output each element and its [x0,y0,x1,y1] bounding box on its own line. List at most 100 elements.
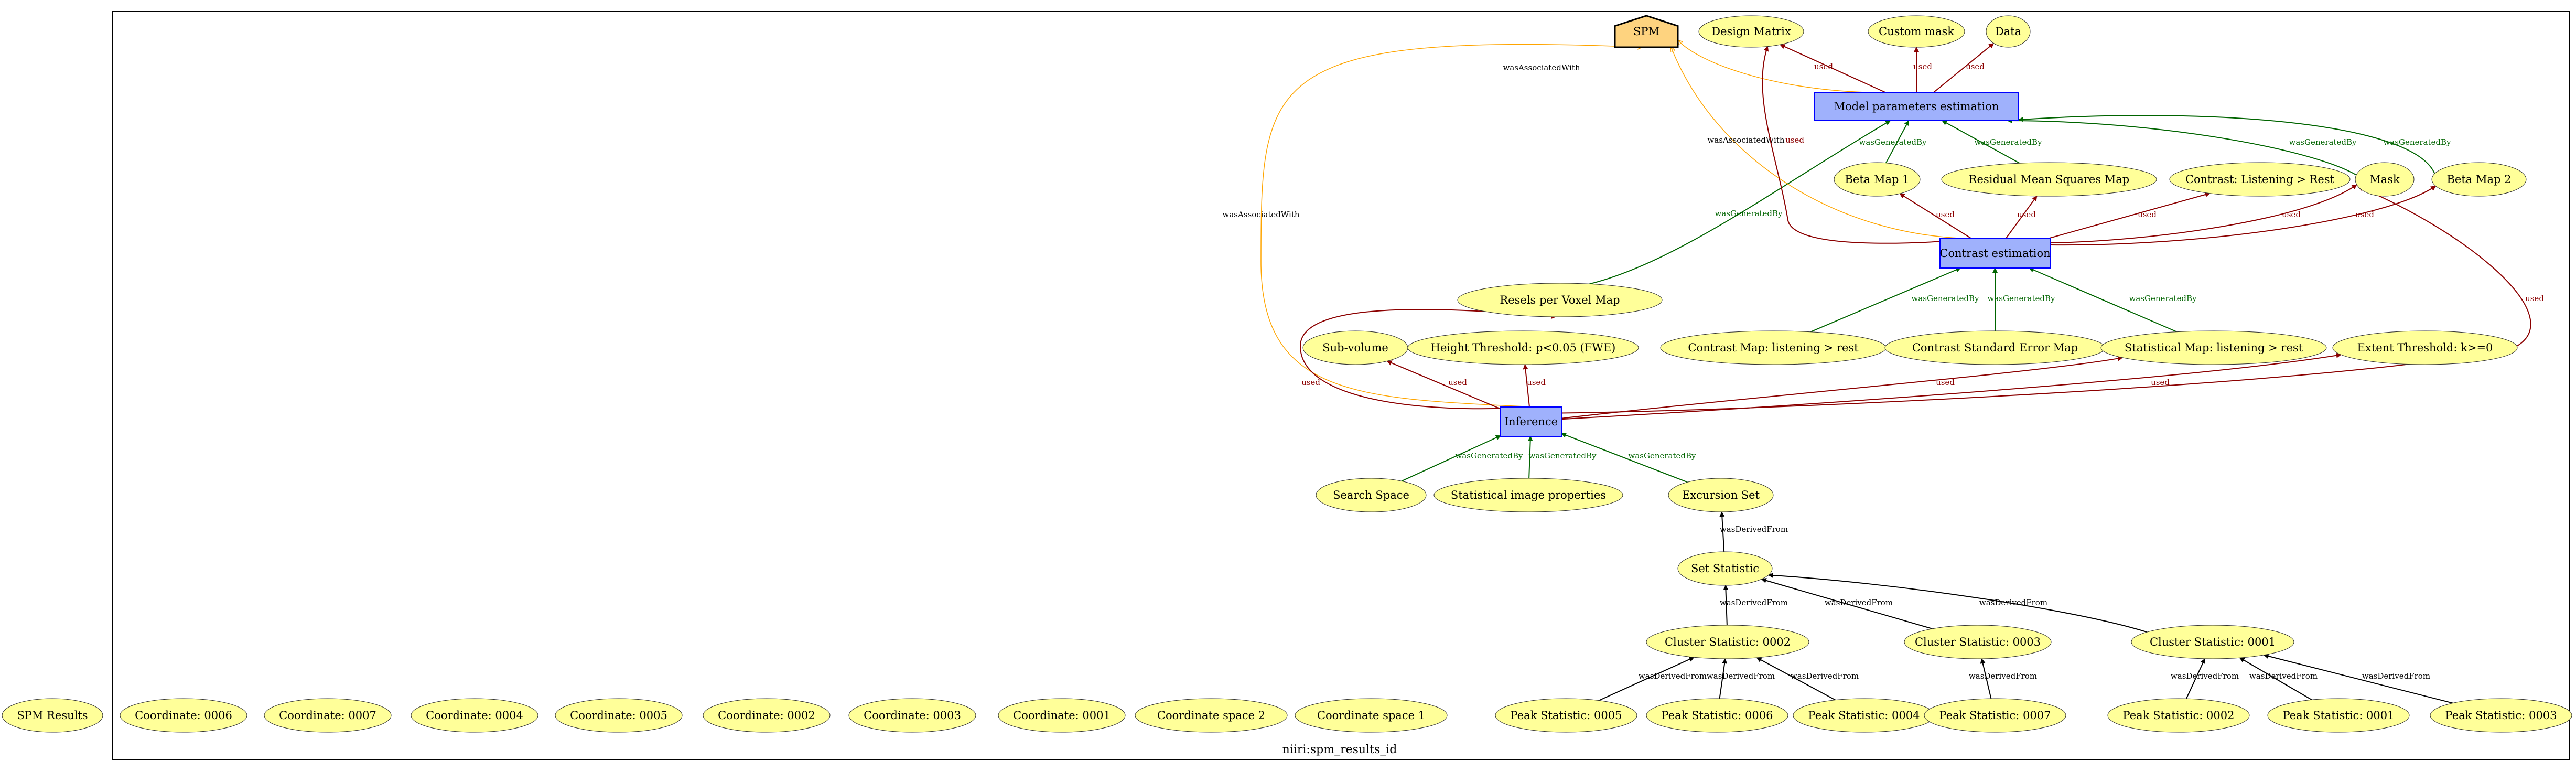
node-stat-map[interactable]: Statistical Map: listening > rest [2100,330,2327,365]
node-peak-0001[interactable]: Peak Statistic: 0001 [2267,698,2410,733]
node-stat-image-props[interactable]: Statistical image properties [1433,478,1623,512]
node-contrast-se[interactable]: Contrast Standard Error Map [1884,330,2106,365]
node-spm-results[interactable]: SPM Results [2,698,103,733]
node-peak-0004[interactable]: Peak Statistic: 0004 [1793,698,1935,733]
entity-ellipse [848,698,976,733]
node-data[interactable]: Data [1986,15,2031,48]
entity-ellipse [2131,625,2294,659]
node-coord-0003[interactable]: Coordinate: 0003 [848,698,976,733]
node-label-stat-image-props: Statistical image properties [1451,489,1606,501]
edge-contrast-estimation-used-mask [2050,184,2357,244]
node-label-cluster-0002: Cluster Statistic: 0002 [1665,636,1791,648]
edge-label-contrast-se-contrast-estimation: wasGeneratedBy [1988,294,2056,303]
entity-ellipse [2332,330,2518,365]
edge-label-inference-extent-threshold: used [2151,378,2170,387]
node-contrast-estimation[interactable]: Contrast estimation [1939,238,2051,269]
node-peak-0003[interactable]: Peak Statistic: 0003 [2430,698,2572,733]
node-peak-0007[interactable]: Peak Statistic: 0007 [1924,698,2066,733]
node-label-design-matrix: Design Matrix [1711,25,1791,38]
edge-label-model-estimation-custom-mask: used [1913,62,1932,71]
edge-peak-0001-derived-cluster-0001 [2239,657,2312,701]
node-label-beta-map-2: Beta Map 2 [2447,173,2512,186]
entity-ellipse [1986,15,2031,48]
node-model-estimation[interactable]: Model parameters estimation [1814,92,2019,121]
node-label-peak-0006: Peak Statistic: 0006 [1662,709,1773,722]
activity-box [1500,406,1562,437]
node-label-coord-0003: Coordinate: 0003 [864,709,961,722]
node-beta-map-2[interactable]: Beta Map 2 [2431,162,2527,197]
edge-search-space-generated-inference [1401,435,1501,482]
node-cluster-0001[interactable]: Cluster Statistic: 0001 [2131,625,2294,659]
node-label-contrast-se: Contrast Standard Error Map [1912,341,2078,354]
node-search-space[interactable]: Search Space [1316,478,1427,512]
node-resms[interactable]: Residual Mean Squares Map [1941,162,2157,197]
edge-label-contrast-estimation-resms: used [2017,210,2036,219]
node-contrast-map[interactable]: Contrast Map: listening > rest [1660,330,1887,365]
edge-label-inference-height-threshold: used [1527,378,1546,387]
node-coord-0006[interactable]: Coordinate: 0006 [120,698,247,733]
edge-label-contrast-estimation-spm: wasAssociatedWith [1707,135,1784,145]
node-coord-space-2[interactable]: Coordinate space 2 [1135,698,1288,733]
edge-label-peak-0006-cluster-0002: wasDerivedFrom [1707,671,1775,681]
node-coord-0007[interactable]: Coordinate: 0007 [264,698,392,733]
edge-label-contrast-estimation-beta-map-1: used [1936,210,1955,219]
node-contrast-listening[interactable]: Contrast: Listening > Rest [2169,162,2351,197]
edge-inference-associated-spm [1260,44,1642,408]
entity-ellipse [1668,478,1774,512]
entity-ellipse [998,698,1126,733]
node-height-threshold[interactable]: Height Threshold: p<0.05 (FWE) [1407,330,1639,365]
node-cluster-0002[interactable]: Cluster Statistic: 0002 [1646,625,1809,659]
entity-ellipse [2169,162,2351,197]
edge-peak-0006-derived-cluster-0002 [1719,658,1728,699]
edge-label-peak-0004-cluster-0002: wasDerivedFrom [1791,671,1859,681]
node-custom-mask[interactable]: Custom mask [1868,15,1965,48]
entity-ellipse [120,698,247,733]
node-coord-0001[interactable]: Coordinate: 0001 [998,698,1126,733]
node-label-data: Data [1995,25,2021,38]
entity-ellipse [2430,698,2572,733]
node-label-beta-map-1: Beta Map 1 [1845,173,1910,186]
edge-model-estimation-associated-spm [1678,40,1866,93]
edge-contrast-map-generated-contrast-estimation [1810,267,1961,333]
node-resels[interactable]: Resels per Voxel Map [1457,283,1663,317]
edge-cluster-0002-derived-set-statistic [1723,585,1729,626]
edge-label-excursion-set-inference: wasGeneratedBy [1629,451,1697,461]
node-mask[interactable]: Mask [2355,162,2415,197]
node-label-resels: Resels per Voxel Map [1500,294,1620,306]
node-design-matrix[interactable]: Design Matrix [1698,15,1804,48]
node-peak-0006[interactable]: Peak Statistic: 0006 [1646,698,1788,733]
edge-peak-0005-derived-cluster-0002 [1599,657,1695,701]
edge-label-inference-resels: used [1301,378,1320,387]
node-peak-0002[interactable]: Peak Statistic: 0002 [2107,698,2250,733]
node-label-mask: Mask [2369,173,2400,186]
entity-ellipse [1941,162,2157,197]
edge-label-peak-0002-cluster-0001: wasDerivedFrom [2171,671,2239,681]
edge-label-inference-subvolume: used [1448,378,1467,387]
results-caption: niiri:spm_results_id [1282,743,1397,756]
entity-ellipse [1868,15,1965,48]
node-coord-0004[interactable]: Coordinate: 0004 [411,698,538,733]
node-coord-0005[interactable]: Coordinate: 0005 [555,698,683,733]
node-beta-map-1[interactable]: Beta Map 1 [1834,162,1921,197]
node-subvolume[interactable]: Sub-volume [1302,330,1408,365]
node-label-contrast-estimation: Contrast estimation [1939,247,2050,260]
edge-label-set-statistic-excursion-set: wasDerivedFrom [1720,524,1788,534]
node-label-peak-0004: Peak Statistic: 0004 [1808,709,1920,722]
node-spm[interactable]: SPM [1614,15,1679,48]
edge-label-stat-map-contrast-estimation: wasGeneratedBy [2129,294,2197,303]
node-excursion-set[interactable]: Excursion Set [1668,478,1774,512]
edge-label-cluster-0003-set-statistic: wasDerivedFrom [1825,598,1893,607]
node-coord-space-1[interactable]: Coordinate space 1 [1295,698,1448,733]
node-extent-threshold[interactable]: Extent Threshold: k>=0 [2332,330,2518,365]
node-peak-0005[interactable]: Peak Statistic: 0005 [1495,698,1637,733]
node-set-statistic[interactable]: Set Statistic [1677,551,1773,586]
node-cluster-0003[interactable]: Cluster Statistic: 0003 [1904,625,2052,659]
entity-ellipse [264,698,392,733]
edge-label-cluster-0002-set-statistic: wasDerivedFrom [1720,598,1788,607]
node-label-coord-space-2: Coordinate space 2 [1157,709,1265,722]
node-label-contrast-map: Contrast Map: listening > rest [1688,341,1859,354]
edge-label-contrast-map-contrast-estimation: wasGeneratedBy [1912,294,1980,303]
node-label-extent-threshold: Extent Threshold: k>=0 [2357,341,2493,354]
node-inference[interactable]: Inference [1500,406,1562,437]
node-coord-0002[interactable]: Coordinate: 0002 [703,698,831,733]
